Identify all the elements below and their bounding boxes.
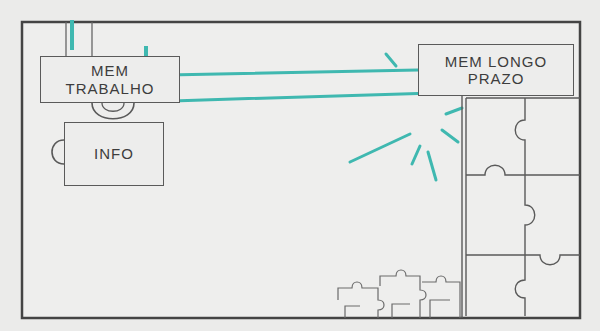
teal-connector [180, 93, 418, 100]
node-label: MEM TRABALHO [60, 62, 160, 97]
node-label: INFO [94, 145, 134, 162]
teal-connector [180, 70, 418, 75]
info-piece: INFO [64, 122, 164, 186]
working-memory-box: MEM TRABALHO [40, 56, 180, 103]
node-label: MEM LONGO PRAZO [436, 53, 556, 88]
small-pieces [338, 270, 460, 318]
long-term-memory-box: MEM LONGO PRAZO [418, 44, 574, 96]
puzzle-knob [52, 140, 64, 164]
puzzle-grid [462, 96, 580, 318]
teal-mark [70, 20, 74, 50]
frame [22, 22, 580, 318]
puzzle-knob [92, 103, 134, 119]
